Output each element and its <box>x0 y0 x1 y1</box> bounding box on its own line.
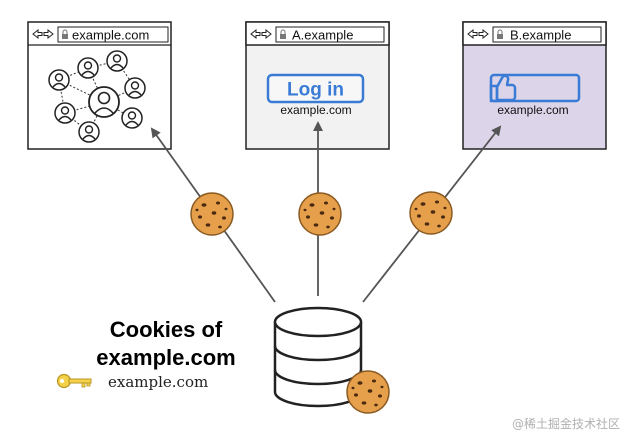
browser-window-example: example.com <box>27 21 172 150</box>
address-bar-url: B.example <box>510 28 571 43</box>
thumbs-up-icon <box>489 74 517 103</box>
person-icon <box>121 107 143 129</box>
person-icon <box>77 57 99 79</box>
like-widget[interactable] <box>489 73 581 103</box>
person-icon <box>106 50 128 72</box>
cookie-icon <box>298 192 342 236</box>
lock-icon <box>497 29 503 39</box>
lock-icon <box>62 29 68 39</box>
store-title-line2: example.com <box>96 345 235 370</box>
embedded-origin-label: example.com <box>497 103 568 117</box>
person-icon <box>48 69 70 91</box>
person-icon <box>54 102 76 124</box>
browser-window-b-example: B.example example.com <box>462 21 607 150</box>
person-icon <box>88 86 120 118</box>
address-bar-url: example.com <box>72 28 149 43</box>
watermark: @稀土掘金技术社区 <box>512 416 620 431</box>
address-bar-url: A.example <box>292 28 353 43</box>
back-forward-arrows-icon[interactable] <box>32 28 54 40</box>
login-button[interactable]: Log in <box>266 73 365 104</box>
store-title-line1: Cookies of <box>110 317 223 342</box>
cookie-icon <box>346 370 390 414</box>
key-icon <box>56 373 92 389</box>
login-button-label: Log in <box>287 80 344 101</box>
back-forward-arrows-icon[interactable] <box>250 28 272 40</box>
key-domain-label: example.com <box>108 373 208 391</box>
embedded-origin-label: example.com <box>280 103 351 117</box>
person-icon <box>124 77 146 99</box>
address-bar[interactable] <box>57 26 169 43</box>
person-icon <box>78 121 100 143</box>
social-network-graphic <box>48 50 146 143</box>
address-bar[interactable] <box>492 26 602 43</box>
cookie-icon <box>409 191 453 235</box>
back-forward-arrows-icon[interactable] <box>467 28 489 40</box>
address-bar[interactable] <box>275 26 385 43</box>
cookie-icon <box>190 192 234 236</box>
lock-icon <box>280 29 286 39</box>
